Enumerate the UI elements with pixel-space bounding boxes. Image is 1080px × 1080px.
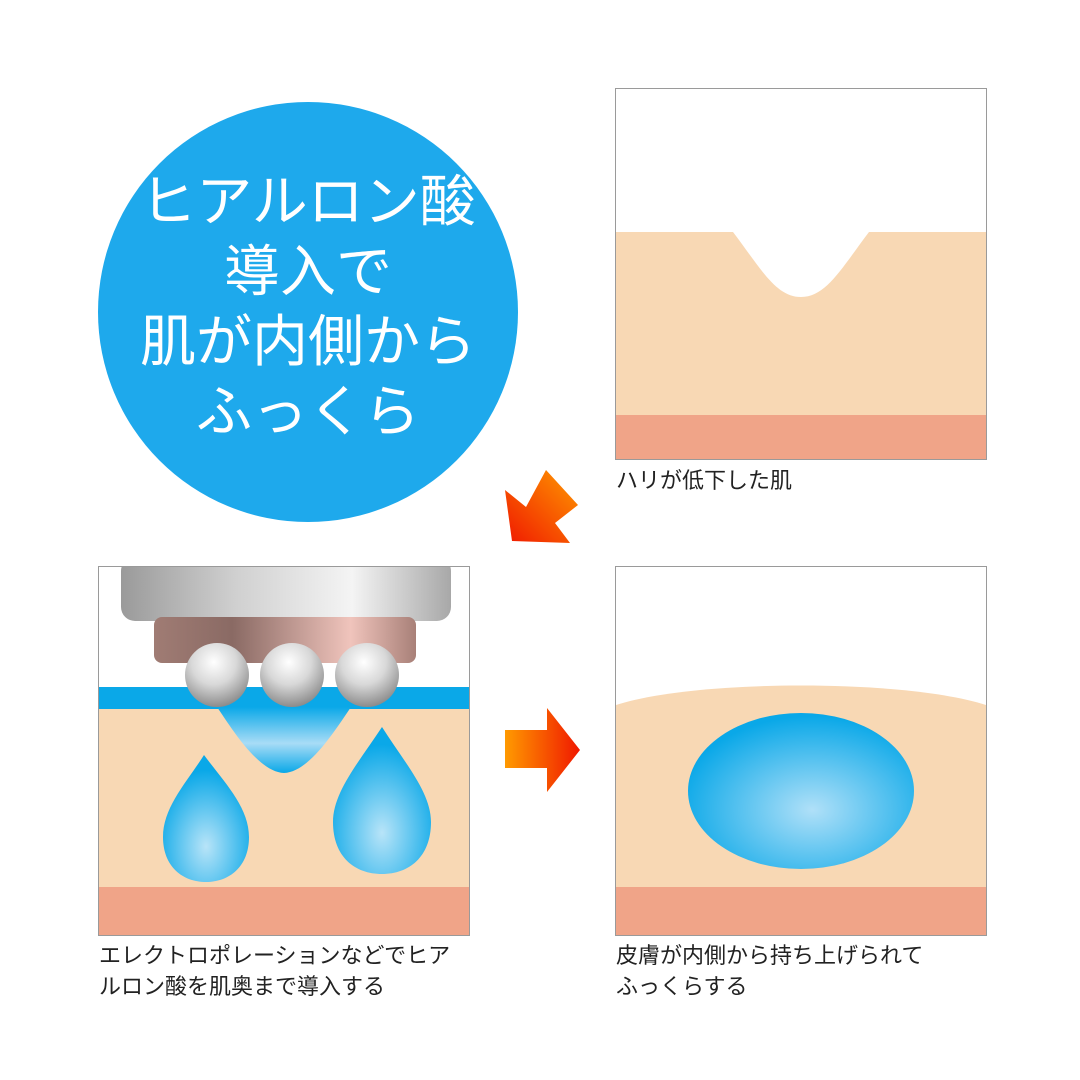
plump-skin-illustration xyxy=(616,685,986,935)
water-drop-small xyxy=(163,755,249,882)
caption-before: ハリが低下した肌 xyxy=(616,469,793,494)
headline-circle xyxy=(98,102,518,522)
headline-line-2: 導入で xyxy=(224,240,392,305)
electroporation-illustration xyxy=(99,567,469,935)
arrow-down-left-icon xyxy=(505,470,578,543)
headline-text: ヒアルロン酸 導入で 肌が内側から ふっくら xyxy=(98,168,518,448)
headline-line-4: ふっくら xyxy=(196,380,420,445)
water-drop-large xyxy=(333,727,431,874)
caption-process: エレクトロポレーションなどでヒア ルロン酸を肌奥まで導入する xyxy=(99,944,451,1000)
arrow-right-icon xyxy=(505,708,580,792)
panel-after xyxy=(615,566,987,936)
caption-after: 皮膚が内側から持ち上げられて ふっくらする xyxy=(616,944,924,1000)
headline-line-1: ヒアルロン酸 xyxy=(140,170,476,235)
headline-line-3: 肌が内側から xyxy=(140,310,476,375)
wrinkled-skin-illustration xyxy=(616,232,986,459)
panel-process xyxy=(98,566,470,936)
panel-before xyxy=(615,88,987,460)
hyaluronic-reservoir xyxy=(688,713,914,869)
